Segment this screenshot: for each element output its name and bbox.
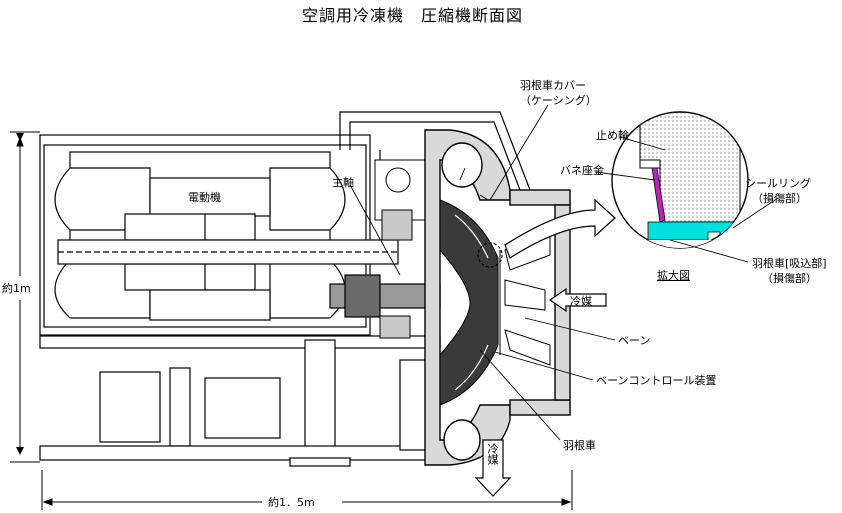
width-dimension: [41, 470, 573, 510]
motor-housing: [39, 134, 371, 336]
height-dimension-label: 約1m: [2, 282, 31, 295]
main-shaft-label: 主軸: [332, 176, 354, 189]
enlarge-arrow: [504, 198, 616, 259]
leader-lines: [349, 104, 779, 441]
vane-control-label: ベーンコントロール装置: [596, 374, 717, 387]
impeller-label: 羽根車: [563, 439, 596, 452]
vane-label: ベーン: [618, 334, 651, 347]
refrigerant-in-arrow: [548, 287, 607, 313]
damaged-area-marker: [477, 242, 503, 268]
gear-box: [374, 159, 426, 339]
spring-seat-shape: [651, 167, 666, 223]
seal-ring-shape: [647, 221, 748, 241]
stop-ring-label: 止め輪: [596, 129, 629, 142]
enlarged-view-label: 拡大図: [657, 269, 690, 282]
impeller-suction-damage-label: （損傷部）: [762, 272, 817, 285]
casing-label: （ケーシング）: [520, 94, 597, 107]
base-frame: [39, 335, 441, 467]
width-dimension-label: 約1．5m: [268, 496, 315, 509]
impeller-casing: [424, 129, 571, 466]
refrigerant-out-arrow: [474, 439, 512, 497]
impeller: [439, 199, 499, 406]
refrigerant-out-label: 冷媒: [486, 443, 499, 465]
spring-seat-label: バネ座金: [560, 164, 604, 177]
impeller-cover-label: 羽根車カバー: [520, 79, 586, 92]
main-shaft: [57, 239, 441, 318]
seal-ring-label: シールリング: [745, 177, 811, 190]
impeller-suction-label: 羽根車[吸込部]: [752, 257, 827, 270]
refrigerant-in-label: 冷媒: [570, 295, 592, 308]
enlarged-view: [611, 111, 749, 249]
seal-ring-damage-label: （損傷部）: [752, 192, 807, 205]
motor-label: 電動機: [188, 191, 221, 204]
page-title: 空調用冷凍機 圧縮機断面図: [302, 6, 524, 25]
height-dimension: [10, 131, 40, 463]
